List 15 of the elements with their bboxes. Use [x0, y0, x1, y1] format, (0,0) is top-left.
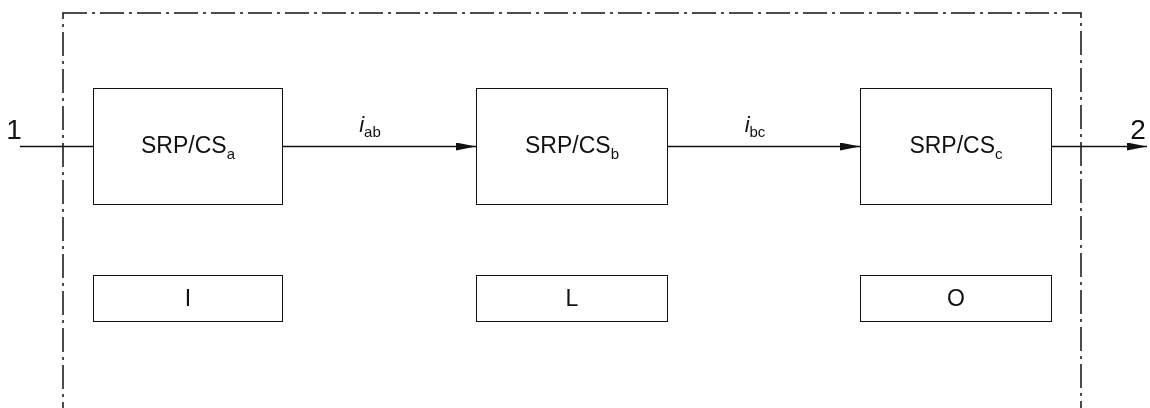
arrow: [1051, 142, 1148, 151]
block-box: O: [860, 275, 1052, 322]
edge-label: i$_{bc}$: [744, 111, 766, 141]
arrow: [667, 142, 861, 151]
block-box: SRP/CS$_{a}$: [93, 88, 283, 205]
edge-label: i$_{ab}$: [359, 111, 381, 141]
block-box: I: [93, 275, 283, 322]
block-box: SRP/CS$_{c}$: [860, 88, 1052, 205]
edge-label: 2: [1130, 114, 1146, 146]
signal-line: [19, 145, 94, 148]
arrow: [282, 142, 477, 151]
block-box: SRP/CS$_{b}$: [476, 88, 668, 205]
block-box: L: [476, 275, 668, 322]
edge-label: 1: [6, 114, 22, 146]
system-boundary: [62, 12, 1082, 408]
